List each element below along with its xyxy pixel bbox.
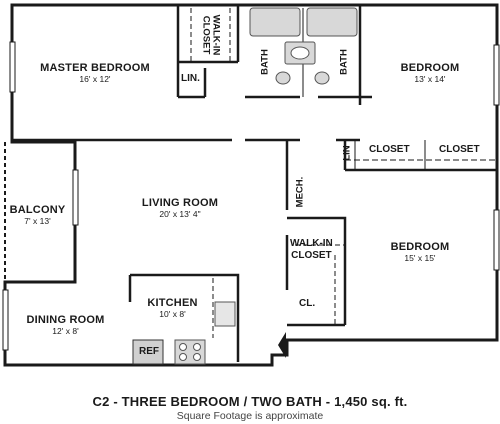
bedroom-3-label: BEDROOM 15' x 15' — [375, 241, 465, 263]
refrigerator-box — [132, 339, 164, 365]
kitchen-fixtures — [132, 301, 236, 365]
master-bedroom-label: MASTER BEDROOM 16' x 12' — [30, 62, 160, 84]
bath-1-label: BATH — [259, 49, 271, 75]
walk-in-closet-top-label: WALK-IN CLOSET — [200, 15, 221, 56]
sink — [290, 46, 310, 60]
room-dimensions: 10' x 8' — [159, 308, 186, 319]
room-name: LIVING ROOM — [141, 197, 219, 209]
refrigerator-label: REF — [139, 346, 159, 357]
linen-closet-master-label: LIN. — [181, 73, 200, 84]
plan-title: C2 - THREE BEDROOM / TWO BATH - 1,450 sq… — [92, 394, 408, 409]
windows — [2, 41, 500, 351]
room-dimensions: 15' x 15' — [404, 252, 436, 263]
entry-marker — [278, 332, 286, 358]
room-name: MASTER BEDROOM — [40, 62, 150, 74]
living-room-label: LIVING ROOM 20' x 13' 4" — [130, 197, 230, 219]
linen-closet-right-label: LIN — [341, 145, 353, 161]
room-dimensions: 20' x 13' 4" — [159, 208, 201, 219]
room-dimensions: 13' x 14' — [414, 73, 446, 84]
room-name: BEDROOM — [400, 62, 460, 74]
room-name: BALCONY — [9, 204, 66, 216]
room-dimensions: 16' x 12' — [79, 73, 111, 84]
bathroom-fixtures — [249, 7, 358, 85]
dining-room-label: DINING ROOM 12' x 8' — [18, 314, 113, 336]
range — [174, 339, 206, 365]
label-line: WALK-IN — [210, 14, 222, 56]
label-line: WALK-IN — [290, 238, 333, 249]
room-name: DINING ROOM — [26, 314, 105, 326]
walk-in-closet-label: WALK-IN CLOSET — [290, 238, 333, 262]
toilet — [314, 71, 330, 85]
bathtub — [306, 7, 358, 37]
kitchen-label: KITCHEN 10' x 8' — [135, 297, 210, 319]
label-line: CLOSET — [200, 15, 211, 55]
toilet — [275, 71, 291, 85]
label-line: CLOSET — [291, 250, 332, 261]
exterior-walls — [3, 3, 499, 367]
interior-walls — [12, 5, 497, 362]
closet-1-label: CLOSET — [369, 144, 410, 155]
room-dimensions: 12' x 8' — [52, 325, 79, 336]
balcony-label: BALCONY 7' x 13' — [5, 204, 70, 226]
room-name: BEDROOM — [390, 241, 450, 253]
bedroom-2-label: BEDROOM 13' x 14' — [385, 62, 475, 84]
mech-room-label: MECH. — [294, 176, 306, 208]
room-name: KITCHEN — [147, 297, 198, 309]
kitchen-sink — [214, 301, 236, 327]
bathtub — [249, 7, 301, 37]
closet-label: CL. — [299, 298, 316, 309]
bath-2-label: BATH — [338, 49, 350, 75]
room-dimensions: 7' x 13' — [24, 215, 51, 226]
closet-2-label: CLOSET — [439, 144, 480, 155]
plan-subtitle: Square Footage is approximate — [176, 410, 324, 422]
